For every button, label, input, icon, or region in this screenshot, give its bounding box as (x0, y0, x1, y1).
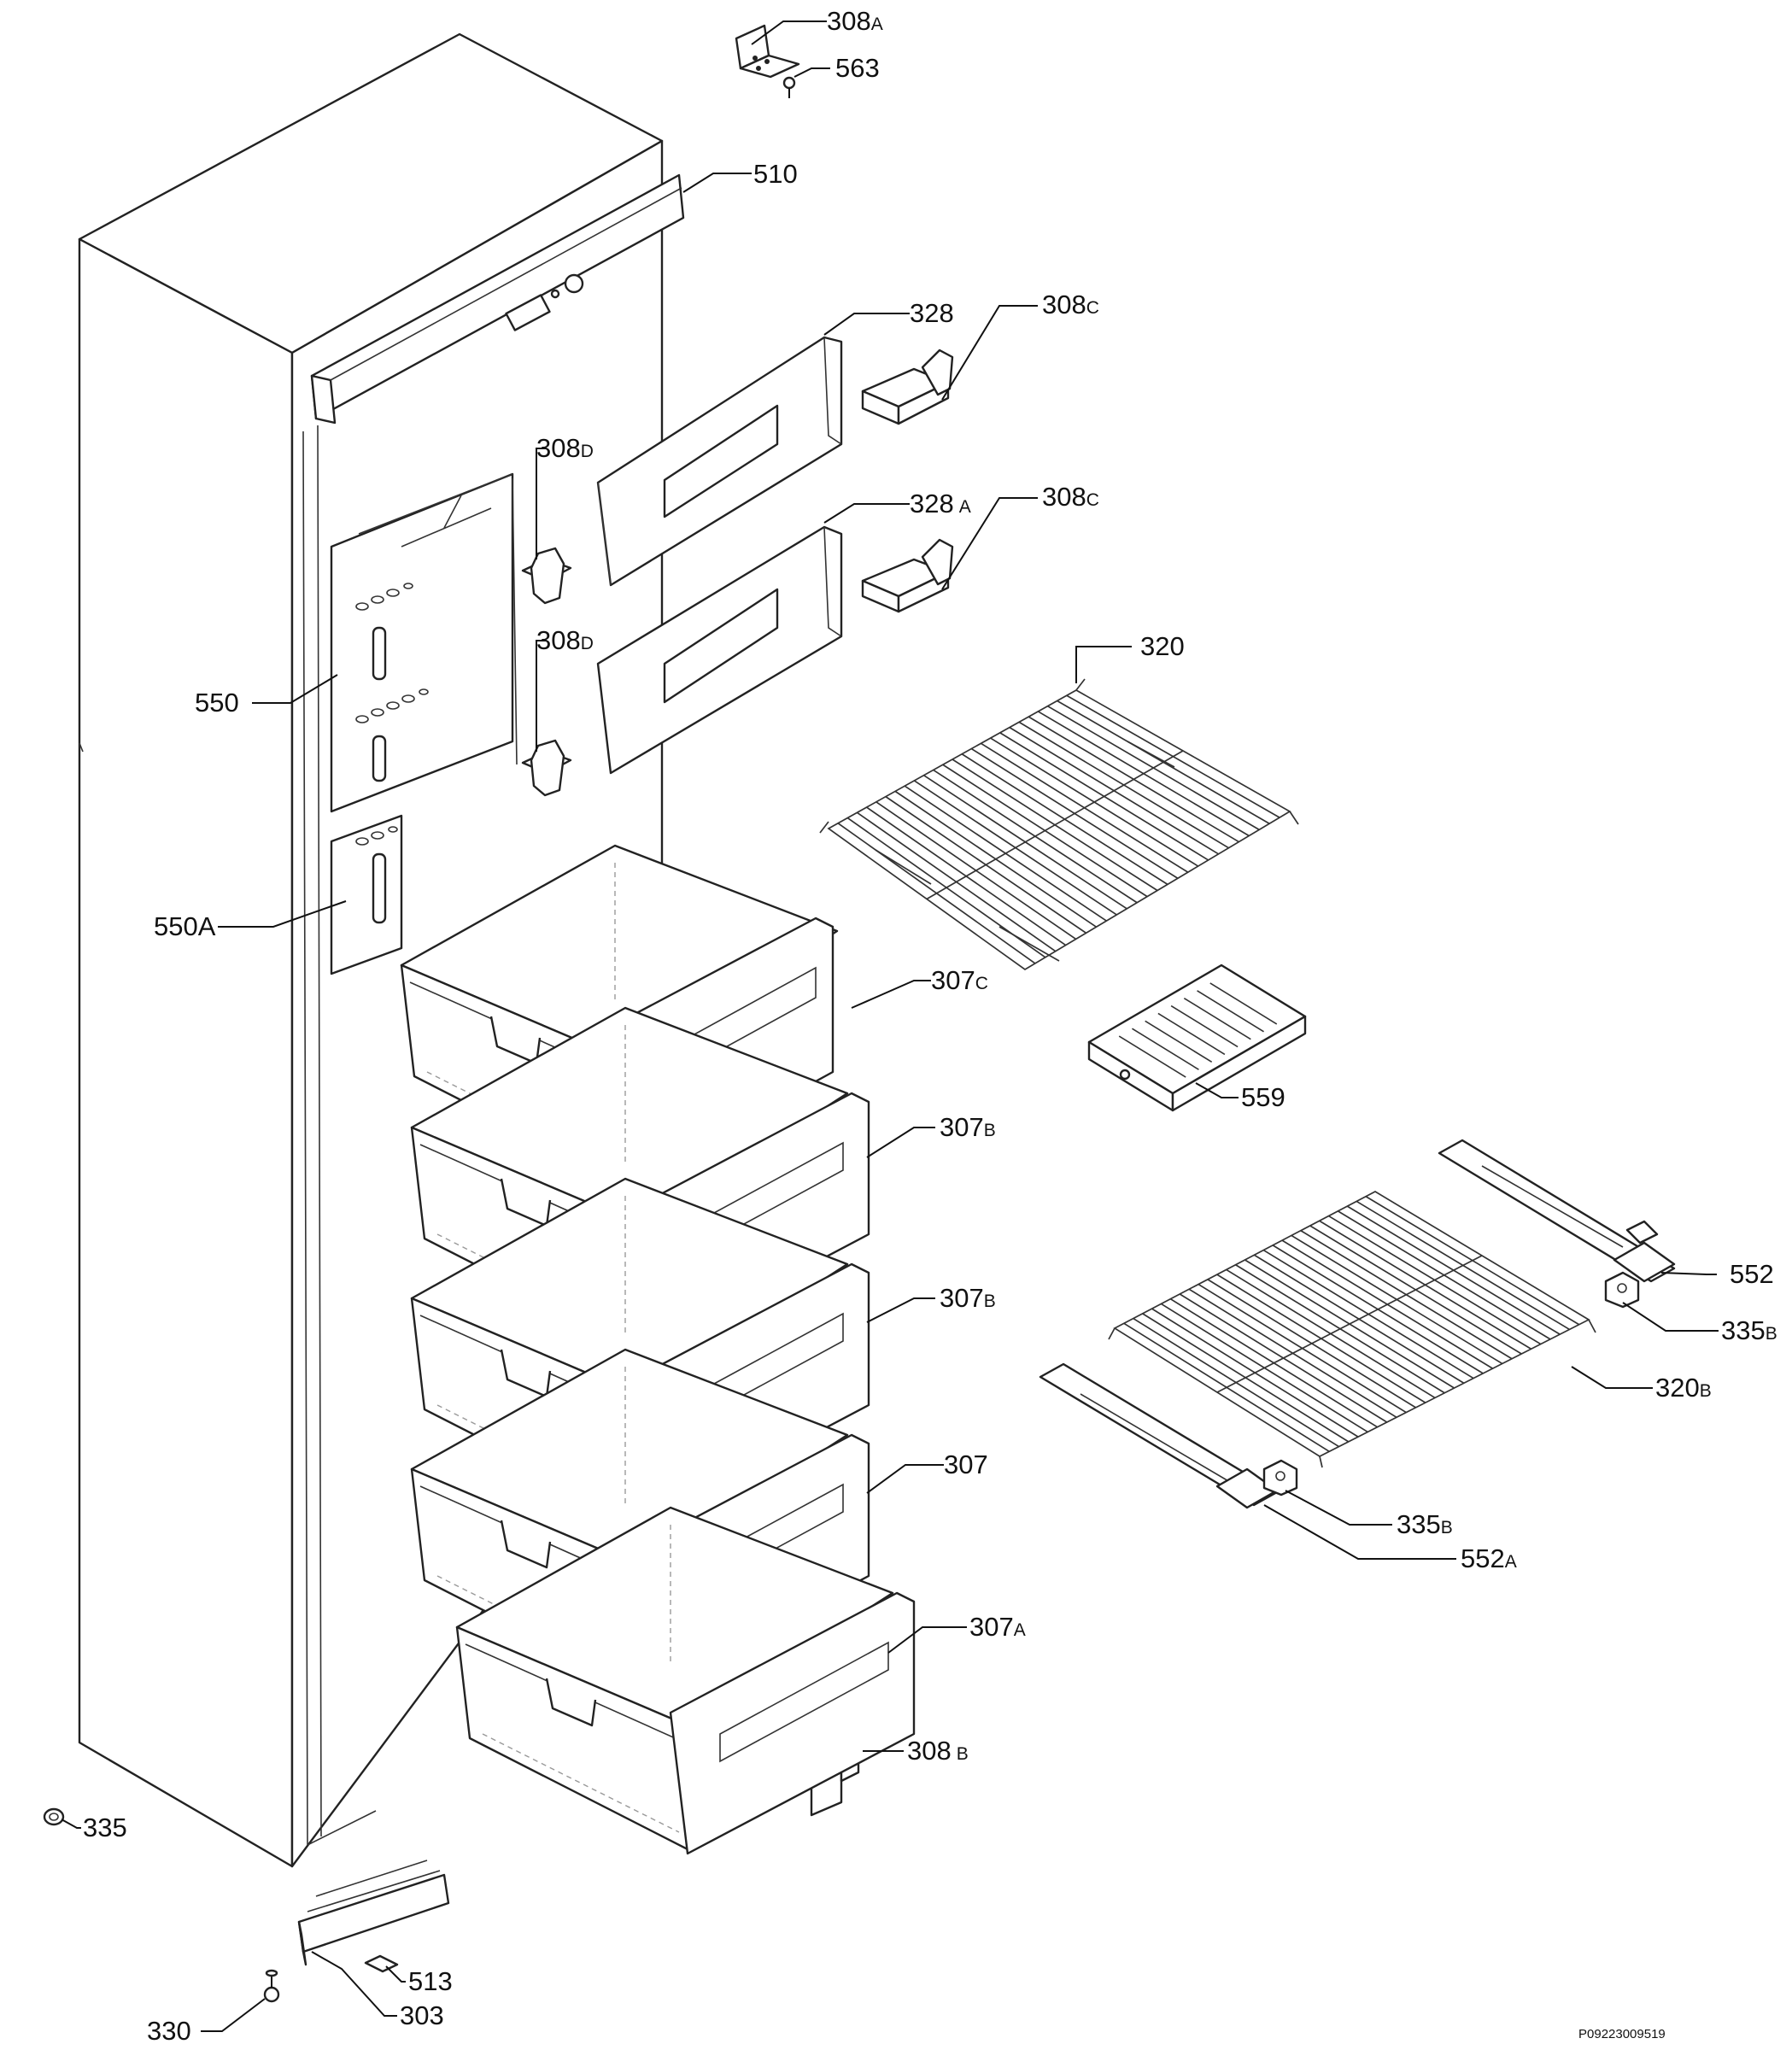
cover-513 (364, 1954, 399, 1973)
wire-shelf-320 (819, 678, 1299, 971)
label-320b: 320B (1655, 1373, 1712, 1403)
plinth-303 (297, 1860, 450, 1966)
wire-shelf-320b (1108, 1191, 1596, 1468)
label-307b-2: 307B (940, 1283, 996, 1313)
label-307c: 307C (931, 965, 988, 995)
label-307b-1: 307B (940, 1112, 996, 1142)
control-panel-510 (310, 173, 685, 425)
screw-563 (782, 76, 796, 98)
label-303: 303 (400, 2000, 444, 2030)
wire-rod (1145, 1020, 1213, 1063)
label-552: 552 (1730, 1259, 1774, 1289)
label-552a: 552A (1461, 1543, 1517, 1573)
ice-tray-559 (1087, 964, 1307, 1112)
wire-rod (1118, 1035, 1186, 1078)
foot-335 (43, 1807, 65, 1826)
label-335b-2: 335B (1397, 1509, 1453, 1539)
label-550: 550 (195, 688, 239, 718)
wire-rod (1209, 982, 1278, 1025)
drawer-handle (545, 1678, 597, 1727)
flap-328 (596, 336, 843, 587)
label-550a: 550A (154, 911, 216, 941)
wire-rod (926, 750, 1184, 900)
wire-rod (1216, 1255, 1483, 1393)
flap-hinge-308d-lower (521, 739, 572, 797)
screw-330 (263, 1969, 280, 2003)
wire-rod (1157, 1012, 1226, 1056)
drawer-hidden-edge (482, 1525, 680, 1833)
hinge-308a (735, 24, 800, 79)
label-308d-2: 308D (536, 625, 594, 655)
wire-rod (1197, 990, 1264, 1033)
label-307a: 307A (969, 1612, 1026, 1642)
shelf-bracket-335b-upper (1604, 1271, 1640, 1309)
flap-hinge-308d-upper (521, 547, 572, 605)
label-513: 513 (408, 1966, 453, 1996)
drawer-handle (500, 1178, 552, 1227)
shelf-rail-552 (1438, 1139, 1676, 1283)
label-330: 330 (147, 2016, 191, 2046)
label-308a: 308A (827, 6, 883, 36)
wire-rod (1183, 997, 1251, 1040)
label-335: 335 (83, 1813, 127, 1842)
label-308c-1: 308C (1042, 290, 1099, 319)
label-563: 563 (835, 53, 880, 83)
drawer-handle (500, 1349, 552, 1398)
label-308d-1: 308D (536, 433, 594, 463)
leader-lines (61, 20, 1719, 2032)
drawer-front-window (719, 1641, 889, 1763)
shelf-bracket-335b-lower (1262, 1459, 1298, 1496)
evaporator-plate-550a (330, 814, 403, 975)
label-559: 559 (1241, 1082, 1285, 1112)
drawer-307a (455, 1506, 916, 1855)
flap-328a (596, 525, 843, 775)
drawer-handle (489, 1016, 542, 1065)
label-328: 328 (910, 298, 954, 328)
label-320: 320 (1140, 631, 1185, 661)
wire-rod (1132, 1028, 1199, 1070)
wire-rod (1170, 1004, 1239, 1048)
drawing-reference-number: P09223009519 (1578, 2027, 1666, 2041)
drawer-front (669, 1591, 916, 1855)
label-308c-2: 308C (1042, 482, 1099, 512)
label-335b-1: 335B (1721, 1315, 1777, 1345)
ice-tray-ridges (1118, 982, 1278, 1078)
label-307: 307 (944, 1450, 988, 1479)
drawer-handle (500, 1520, 552, 1569)
evaporator-plate-550 (330, 472, 518, 813)
shelf-320b-wires (1123, 1195, 1580, 1453)
flap-hinge-308c-upper (861, 348, 954, 425)
shelf-320-wires (837, 694, 1280, 964)
drawers (400, 844, 916, 1855)
label-510: 510 (753, 159, 798, 189)
flap-hinge-308c-lower (861, 538, 954, 613)
